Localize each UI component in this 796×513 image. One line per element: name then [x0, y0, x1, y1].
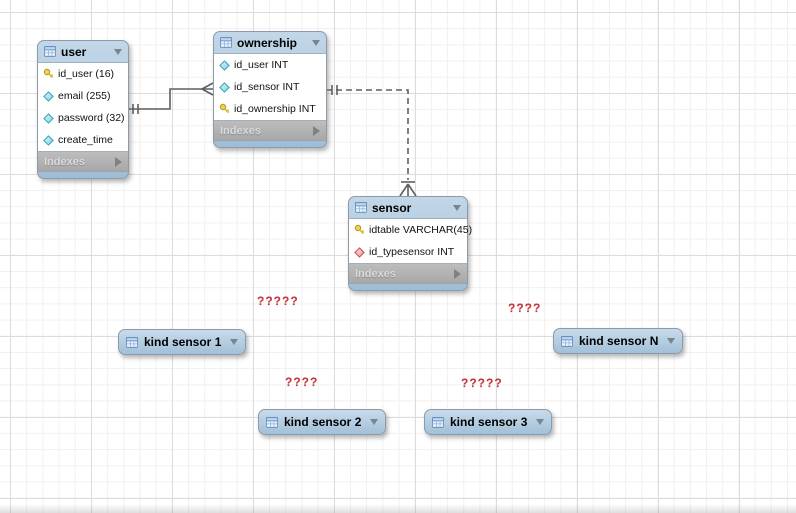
indexes-label: Indexes [355, 267, 396, 280]
column-diamond-icon [218, 59, 230, 71]
chevron-down-icon[interactable] [667, 338, 675, 344]
table-icon [44, 45, 56, 58]
column-row[interactable]: id_user INT [214, 54, 326, 76]
table-ownership[interactable]: ownership id_user INT id_sensor INT i [213, 31, 327, 148]
crow-foot-many-icon [201, 82, 214, 96]
column-label: id_user (16) [58, 68, 115, 80]
table-user-columns: id_user (16) email (255) password (32) c… [38, 62, 128, 152]
table-ownership-columns: id_user INT id_sensor INT id_ownership I… [214, 53, 326, 121]
column-row[interactable]: id_user (16) [38, 63, 128, 85]
table-icon [266, 416, 278, 429]
column-row[interactable]: idtable VARCHAR(45) [349, 219, 472, 241]
column-row[interactable]: id_typesensor INT [349, 241, 467, 263]
table-kind-sensor-1[interactable]: kind sensor 1 [118, 329, 246, 355]
column-label: idtable VARCHAR(45) [369, 224, 473, 236]
relationship-ownership-sensor[interactable] [326, 85, 417, 197]
expand-right-icon [313, 125, 320, 136]
expand-right-icon [115, 156, 122, 167]
table-footer [214, 141, 326, 147]
text-annotation[interactable]: ???? [508, 301, 542, 315]
chevron-down-icon[interactable] [536, 419, 544, 425]
table-ownership-indexes[interactable]: Indexes [214, 121, 326, 141]
relationship-user-ownership[interactable] [127, 82, 214, 114]
table-user-header[interactable]: user [38, 41, 128, 62]
column-label: email (255) [58, 90, 111, 102]
primary-key-icon [218, 103, 230, 115]
table-icon [126, 336, 138, 349]
table-ownership-header[interactable]: ownership [214, 32, 326, 53]
text-annotation[interactable]: ????? [461, 376, 503, 390]
table-user-indexes[interactable]: Indexes [38, 152, 128, 172]
table-footer [349, 284, 467, 290]
column-label: id_typesensor INT [369, 246, 455, 258]
column-diamond-icon [42, 90, 54, 102]
column-row[interactable]: password (32) [38, 107, 128, 129]
table-icon [561, 335, 573, 348]
table-sensor-columns: idtable VARCHAR(45) id_typesensor INT [349, 218, 472, 264]
table-kind-sensor-3[interactable]: kind sensor 3 [424, 409, 552, 435]
chevron-down-icon[interactable] [230, 339, 238, 345]
column-row[interactable]: id_sensor INT [214, 76, 326, 98]
indexes-label: Indexes [44, 155, 85, 168]
column-row[interactable]: email (255) [38, 85, 128, 107]
canvas-bottom-edge [0, 504, 796, 513]
table-kind-sensor-n[interactable]: kind sensor N [553, 328, 683, 354]
column-diamond-icon [218, 81, 230, 93]
expand-right-icon [454, 268, 461, 279]
table-sensor[interactable]: sensor idtable VARCHAR(45) id_typesensor… [348, 196, 472, 291]
table-title: user [61, 44, 87, 59]
table-icon [355, 201, 367, 214]
primary-key-icon [353, 224, 365, 236]
table-user[interactable]: user id_user (16) email (255) passwor [37, 40, 129, 179]
table-title: ownership [237, 35, 298, 50]
column-label: create_time [58, 134, 113, 146]
table-icon [220, 36, 232, 49]
chevron-down-icon[interactable] [114, 48, 122, 55]
column-label: password (32) [58, 112, 125, 124]
table-sensor-header[interactable]: sensor [349, 197, 467, 218]
chevron-down-icon[interactable] [370, 419, 378, 425]
text-annotation[interactable]: ???? [285, 375, 319, 389]
table-footer [38, 172, 128, 178]
table-title: kind sensor 1 [144, 335, 222, 349]
chevron-down-icon[interactable] [312, 39, 320, 46]
column-row[interactable]: id_ownership INT [214, 98, 326, 120]
indexes-label: Indexes [220, 124, 261, 137]
column-label: id_ownership INT [234, 103, 316, 115]
crow-foot-many-icon [399, 183, 417, 197]
column-row[interactable]: create_time [38, 129, 128, 151]
column-diamond-icon [42, 134, 54, 146]
chevron-down-icon[interactable] [453, 204, 461, 211]
table-sensor-indexes[interactable]: Indexes [349, 264, 467, 284]
primary-key-icon [42, 68, 54, 80]
column-diamond-icon [42, 112, 54, 124]
foreign-key-diamond-icon [353, 246, 365, 258]
text-annotation[interactable]: ????? [257, 294, 299, 308]
relationship-line[interactable] [127, 88, 202, 110]
column-label: id_sensor INT [234, 81, 300, 93]
table-title: kind sensor N [579, 334, 659, 348]
column-label: id_user INT [234, 59, 289, 71]
relationship-line-dashed[interactable] [326, 89, 409, 180]
table-title: sensor [372, 200, 412, 215]
table-title: kind sensor 3 [450, 415, 528, 429]
table-icon [432, 416, 444, 429]
table-kind-sensor-2[interactable]: kind sensor 2 [258, 409, 386, 435]
table-title: kind sensor 2 [284, 415, 362, 429]
